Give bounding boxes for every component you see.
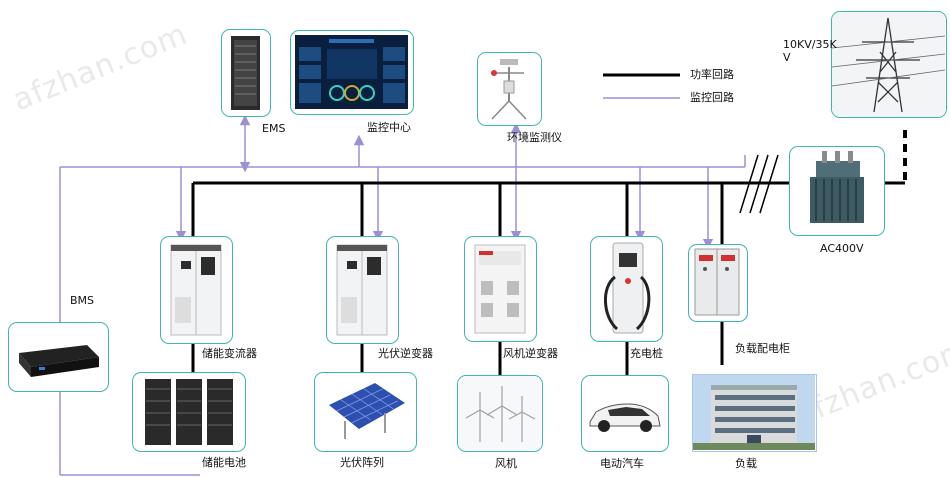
legend-monitor-label: 监控回路 (690, 91, 734, 104)
wind-turbine-label: 风机 (495, 457, 517, 470)
ems-label: EMS (262, 122, 286, 135)
charger-image (590, 236, 663, 342)
power-lines (191, 130, 907, 375)
pcs-image (160, 236, 233, 344)
ev-label: 电动汽车 (600, 457, 644, 470)
monitor-center-image (290, 30, 414, 115)
legend-lines (603, 73, 680, 99)
transformer-label: AC400V (820, 242, 864, 255)
load-cabinet-label: 负载配电柜 (735, 342, 790, 355)
env-monitor-image (477, 52, 542, 126)
bms-label: BMS (70, 294, 95, 307)
pv-array-image (314, 372, 417, 452)
wind-inverter-label: 风机逆变器 (503, 347, 558, 360)
legend-power-label: 功率回路 (690, 68, 734, 81)
grid-voltage-label: 10KV/35K V (783, 38, 837, 64)
charger-label: 充电桩 (630, 347, 663, 360)
ems-server-image (221, 29, 271, 117)
monitor-lines (58, 114, 746, 476)
load-cabinet-image (688, 244, 748, 322)
transformer-image (789, 146, 885, 236)
pv-inverter-image (326, 236, 399, 344)
pv-array-label: 光伏阵列 (340, 456, 384, 469)
monitor-center-label: 监控中心 (367, 121, 411, 134)
bms-device-image (8, 322, 109, 392)
battery-image (132, 372, 246, 452)
env-monitor-label: 环境监测仪 (507, 131, 562, 144)
wind-inverter-image (464, 236, 537, 342)
pcs-label: 储能变流器 (202, 347, 257, 360)
wind-turbine-image (457, 375, 543, 452)
ev-image (581, 375, 669, 452)
load-label: 负载 (735, 457, 757, 470)
pv-inverter-label: 光伏逆变器 (378, 347, 433, 360)
load-building-image (692, 374, 817, 452)
grid-tower-image (831, 11, 947, 118)
battery-label: 储能电池 (202, 456, 246, 469)
